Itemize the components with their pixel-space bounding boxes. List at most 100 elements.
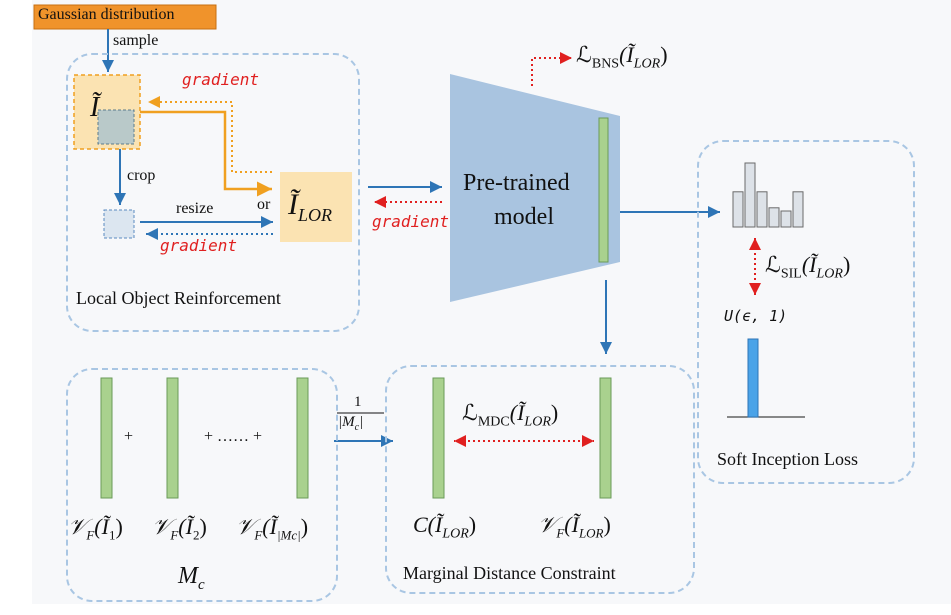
ft2-sub: F: [170, 527, 179, 543]
mdc-l: ℒ: [462, 400, 478, 425]
ft1-v: 𝒱: [68, 514, 87, 539]
mdc-arg-sub: LOR: [524, 414, 551, 430]
model-label-line1: Pre-trained: [463, 170, 570, 196]
model-feature-bar: [598, 117, 609, 263]
ft1-close: ): [115, 514, 123, 539]
sil-close: ): [842, 252, 851, 277]
ct-sub: LOR: [442, 526, 469, 542]
lor-symbol-glyph: Ĩ: [288, 188, 298, 221]
mc-m: M: [178, 563, 198, 589]
sil-section-title: Soft Inception Loss: [717, 449, 858, 469]
lor-feature-bar: [599, 377, 612, 499]
bns-close: ): [660, 42, 668, 67]
mc-section-box: [66, 368, 338, 602]
mdc-close: ): [550, 400, 559, 425]
uniform-label: U(ϵ, 1): [724, 307, 788, 325]
feature-term-2: 𝒱F(Ĩ2): [152, 514, 207, 543]
gaussian-label: Gaussian distribution: [38, 6, 175, 23]
ft3-v: 𝒱: [236, 514, 255, 539]
crop-tile: [103, 209, 135, 239]
pretrained-model-shape: [450, 74, 620, 302]
lor-section-title: Local Object Reinforcement: [76, 288, 281, 308]
histogram-bar: [792, 191, 804, 228]
orange-gradient-arrow: [148, 96, 272, 173]
sil-l: ℒ: [765, 252, 781, 277]
feature-bar-2: [166, 377, 179, 499]
feature-bar-1: [100, 377, 113, 499]
resize-label: resize: [176, 200, 214, 217]
lor-symbol-sub: LOR: [298, 205, 333, 225]
ft1-sub: F: [86, 527, 95, 543]
uniform-target-bar: [747, 338, 759, 418]
crop-region: [97, 109, 135, 145]
gradient-label-top: gradient: [182, 70, 260, 89]
frac-den-sub: c: [354, 422, 360, 433]
gaussian-source-box: [33, 4, 217, 30]
histogram-bar: [732, 191, 744, 228]
bns-open: (Ĩ: [619, 42, 634, 67]
bns-l: ℒ: [576, 42, 592, 67]
lor-symbol: ĨLOR: [288, 188, 332, 226]
ft3-arg: (Ĩ: [262, 514, 277, 539]
vf-arg-sub: LOR: [578, 525, 604, 541]
or-label: or: [257, 196, 271, 213]
fraction-numerator: 1: [354, 394, 362, 410]
mdc-section-box: [385, 365, 695, 594]
mdc-loss: ℒMDC(ĨLOR): [462, 400, 558, 430]
histogram-bar: [768, 207, 780, 228]
ft1-arg: (Ĩ: [94, 514, 109, 539]
gradient-label-model: gradient: [372, 212, 450, 231]
mc-sub: c: [198, 576, 205, 593]
histogram-bar: [780, 210, 792, 228]
ft3-arg-sub: |Mc|: [276, 527, 301, 543]
ft2-close: ): [199, 514, 207, 539]
frac-den-end: |: [359, 414, 364, 430]
orange-path-arrow: [140, 110, 272, 197]
vf-close: ): [603, 512, 611, 537]
vf-lor-term: 𝒱F(ĨLOR): [538, 512, 611, 541]
model-label-line2: model: [494, 204, 554, 230]
ft2-arg-sub: 2: [192, 527, 200, 543]
sil-arg-sub: LOR: [816, 266, 843, 282]
sil-open: (Ĩ: [801, 252, 817, 277]
lor-tile: [280, 172, 352, 242]
bns-sub: BNS: [591, 56, 620, 72]
bns-arg-sub: LOR: [633, 56, 661, 72]
fraction-denominator: |Mc|: [338, 414, 363, 433]
ft2-v: 𝒱: [152, 514, 171, 539]
vf-arg: (Ĩ: [564, 512, 579, 537]
ft3-close: ): [300, 514, 309, 539]
sil-section-box: [697, 140, 915, 484]
image-symbol: Ĩ: [90, 92, 100, 123]
ft3-sub: F: [254, 527, 263, 543]
frac-den: |M: [338, 414, 355, 430]
mc-label: Mc: [178, 563, 205, 594]
ft2-arg: (Ĩ: [178, 514, 193, 539]
mdc-section-title: Marginal Distance Constraint: [403, 563, 616, 583]
sil-loss: ℒSIL(ĨLOR): [765, 252, 850, 282]
prediction-histogram: [732, 162, 804, 228]
ellipsis-sign: + …… +: [204, 428, 263, 445]
vf-sub: F: [556, 525, 565, 541]
ct-c: C(Ĩ: [413, 512, 443, 537]
crop-label: crop: [127, 167, 156, 184]
histogram-bar: [756, 191, 768, 228]
plus-sign: +: [124, 428, 134, 445]
mdc-open: (Ĩ: [509, 400, 525, 425]
feature-bar-3: [296, 377, 309, 499]
sil-sub: SIL: [780, 266, 802, 282]
center-term: C(ĨLOR): [413, 512, 476, 542]
lor-section-box: [66, 53, 360, 332]
gradient-label-bottom: gradient: [160, 236, 238, 255]
mdc-sub: MDC: [477, 414, 510, 430]
vf-v: 𝒱: [538, 512, 557, 537]
feature-term-3: 𝒱F(Ĩ|Mc|): [236, 514, 308, 543]
ft1-arg-sub: 1: [108, 527, 116, 543]
sample-label: sample: [113, 32, 159, 49]
feature-term-1: 𝒱F(Ĩ1): [68, 514, 123, 543]
center-feature-bar: [432, 377, 445, 499]
ct-close: ): [468, 512, 477, 537]
histogram-bar: [744, 162, 756, 228]
bns-loss: ℒBNS(ĨLOR): [576, 42, 668, 72]
